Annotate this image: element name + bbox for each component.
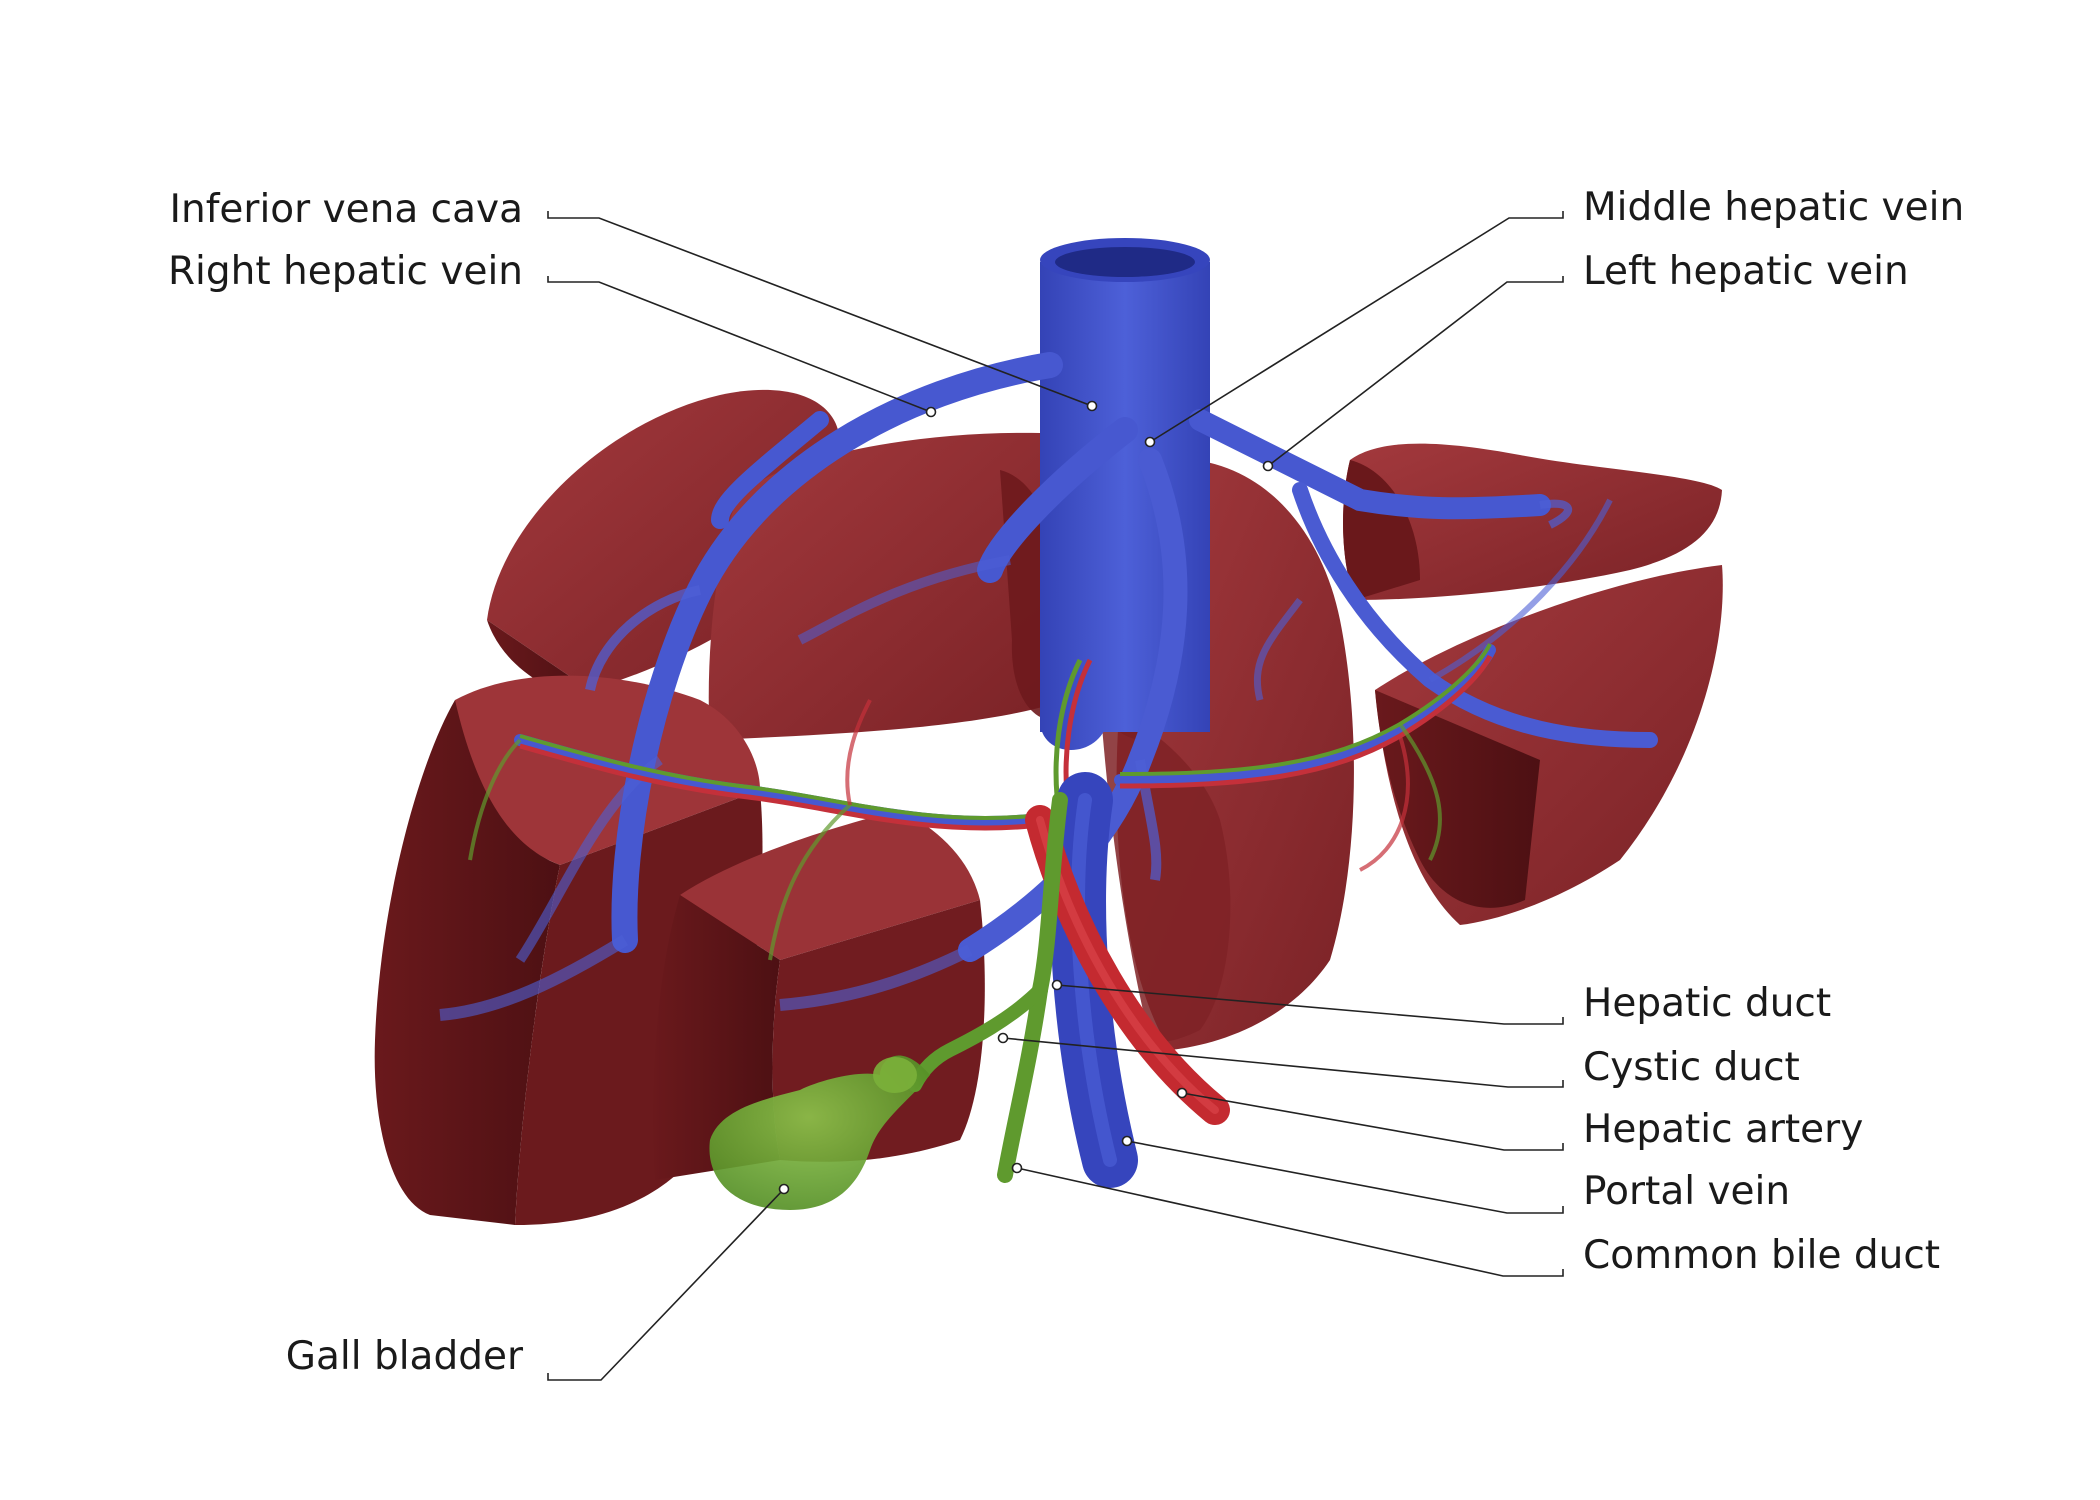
pointer-portal-vein (1121, 1135, 1133, 1147)
liver-segment-far-left-lower (1375, 565, 1723, 925)
label-common-bile-duct: Common bile duct (1583, 1233, 1940, 1278)
left-hepatic-vein-vessel (1189, 409, 1551, 520)
right-hepatic-vein-vessel (611, 352, 1063, 953)
leader-hepatic-duct (1056, 984, 1564, 1025)
leader-portal-vein (1126, 1140, 1564, 1214)
label-hepatic-duct: Hepatic duct (1583, 981, 1831, 1026)
pointer-inferior-vena-cava (1086, 400, 1098, 412)
pointer-hepatic-artery (1176, 1087, 1188, 1099)
pointer-right-hepatic-vein (925, 406, 937, 418)
label-right-hepatic-vein: Right hepatic vein (168, 249, 523, 294)
common-bile-duct-vessel (997, 982, 1048, 1183)
pointer-gall-bladder (778, 1183, 790, 1195)
label-inferior-vena-cava: Inferior vena cava (169, 187, 523, 232)
pointer-middle-hepatic-vein (1144, 436, 1156, 448)
label-hepatic-artery: Hepatic artery (1583, 1107, 1863, 1152)
leader-gall-bladder (547, 1188, 785, 1381)
leader-hepatic-artery (1181, 1092, 1564, 1151)
leader-right-hepatic-vein (547, 276, 932, 413)
leader-common-bile-duct (1016, 1167, 1564, 1277)
pointer-cystic-duct (997, 1032, 1009, 1044)
hilum-vessels (908, 772, 1230, 1188)
label-middle-hepatic-vein: Middle hepatic vein (1583, 185, 1964, 230)
hepatic-duct-vessel (1032, 792, 1068, 998)
gall-bladder-organ (709, 1055, 930, 1210)
pointer-hepatic-duct (1051, 979, 1063, 991)
leader-left-hepatic-vein (1267, 276, 1564, 467)
label-portal-vein: Portal vein (1583, 1169, 1790, 1214)
leader-lines (547, 211, 1564, 1381)
portal-triad-branches (468, 643, 1496, 961)
labels: Inferior vena cava Right hepatic vein Ga… (168, 185, 1964, 1379)
leader-inferior-vena-cava (547, 211, 1093, 407)
label-gall-bladder: Gall bladder (286, 1334, 524, 1379)
label-left-hepatic-vein: Left hepatic vein (1583, 249, 1909, 294)
label-cystic-duct: Cystic duct (1583, 1045, 1800, 1090)
leader-cystic-duct (1002, 1037, 1564, 1088)
pointer-common-bile-duct (1011, 1162, 1023, 1174)
leader-middle-hepatic-vein (1149, 211, 1564, 443)
hepatic-venous-system (439, 238, 1658, 1021)
liver (374, 389, 1723, 1225)
pointer-left-hepatic-vein (1262, 460, 1274, 472)
